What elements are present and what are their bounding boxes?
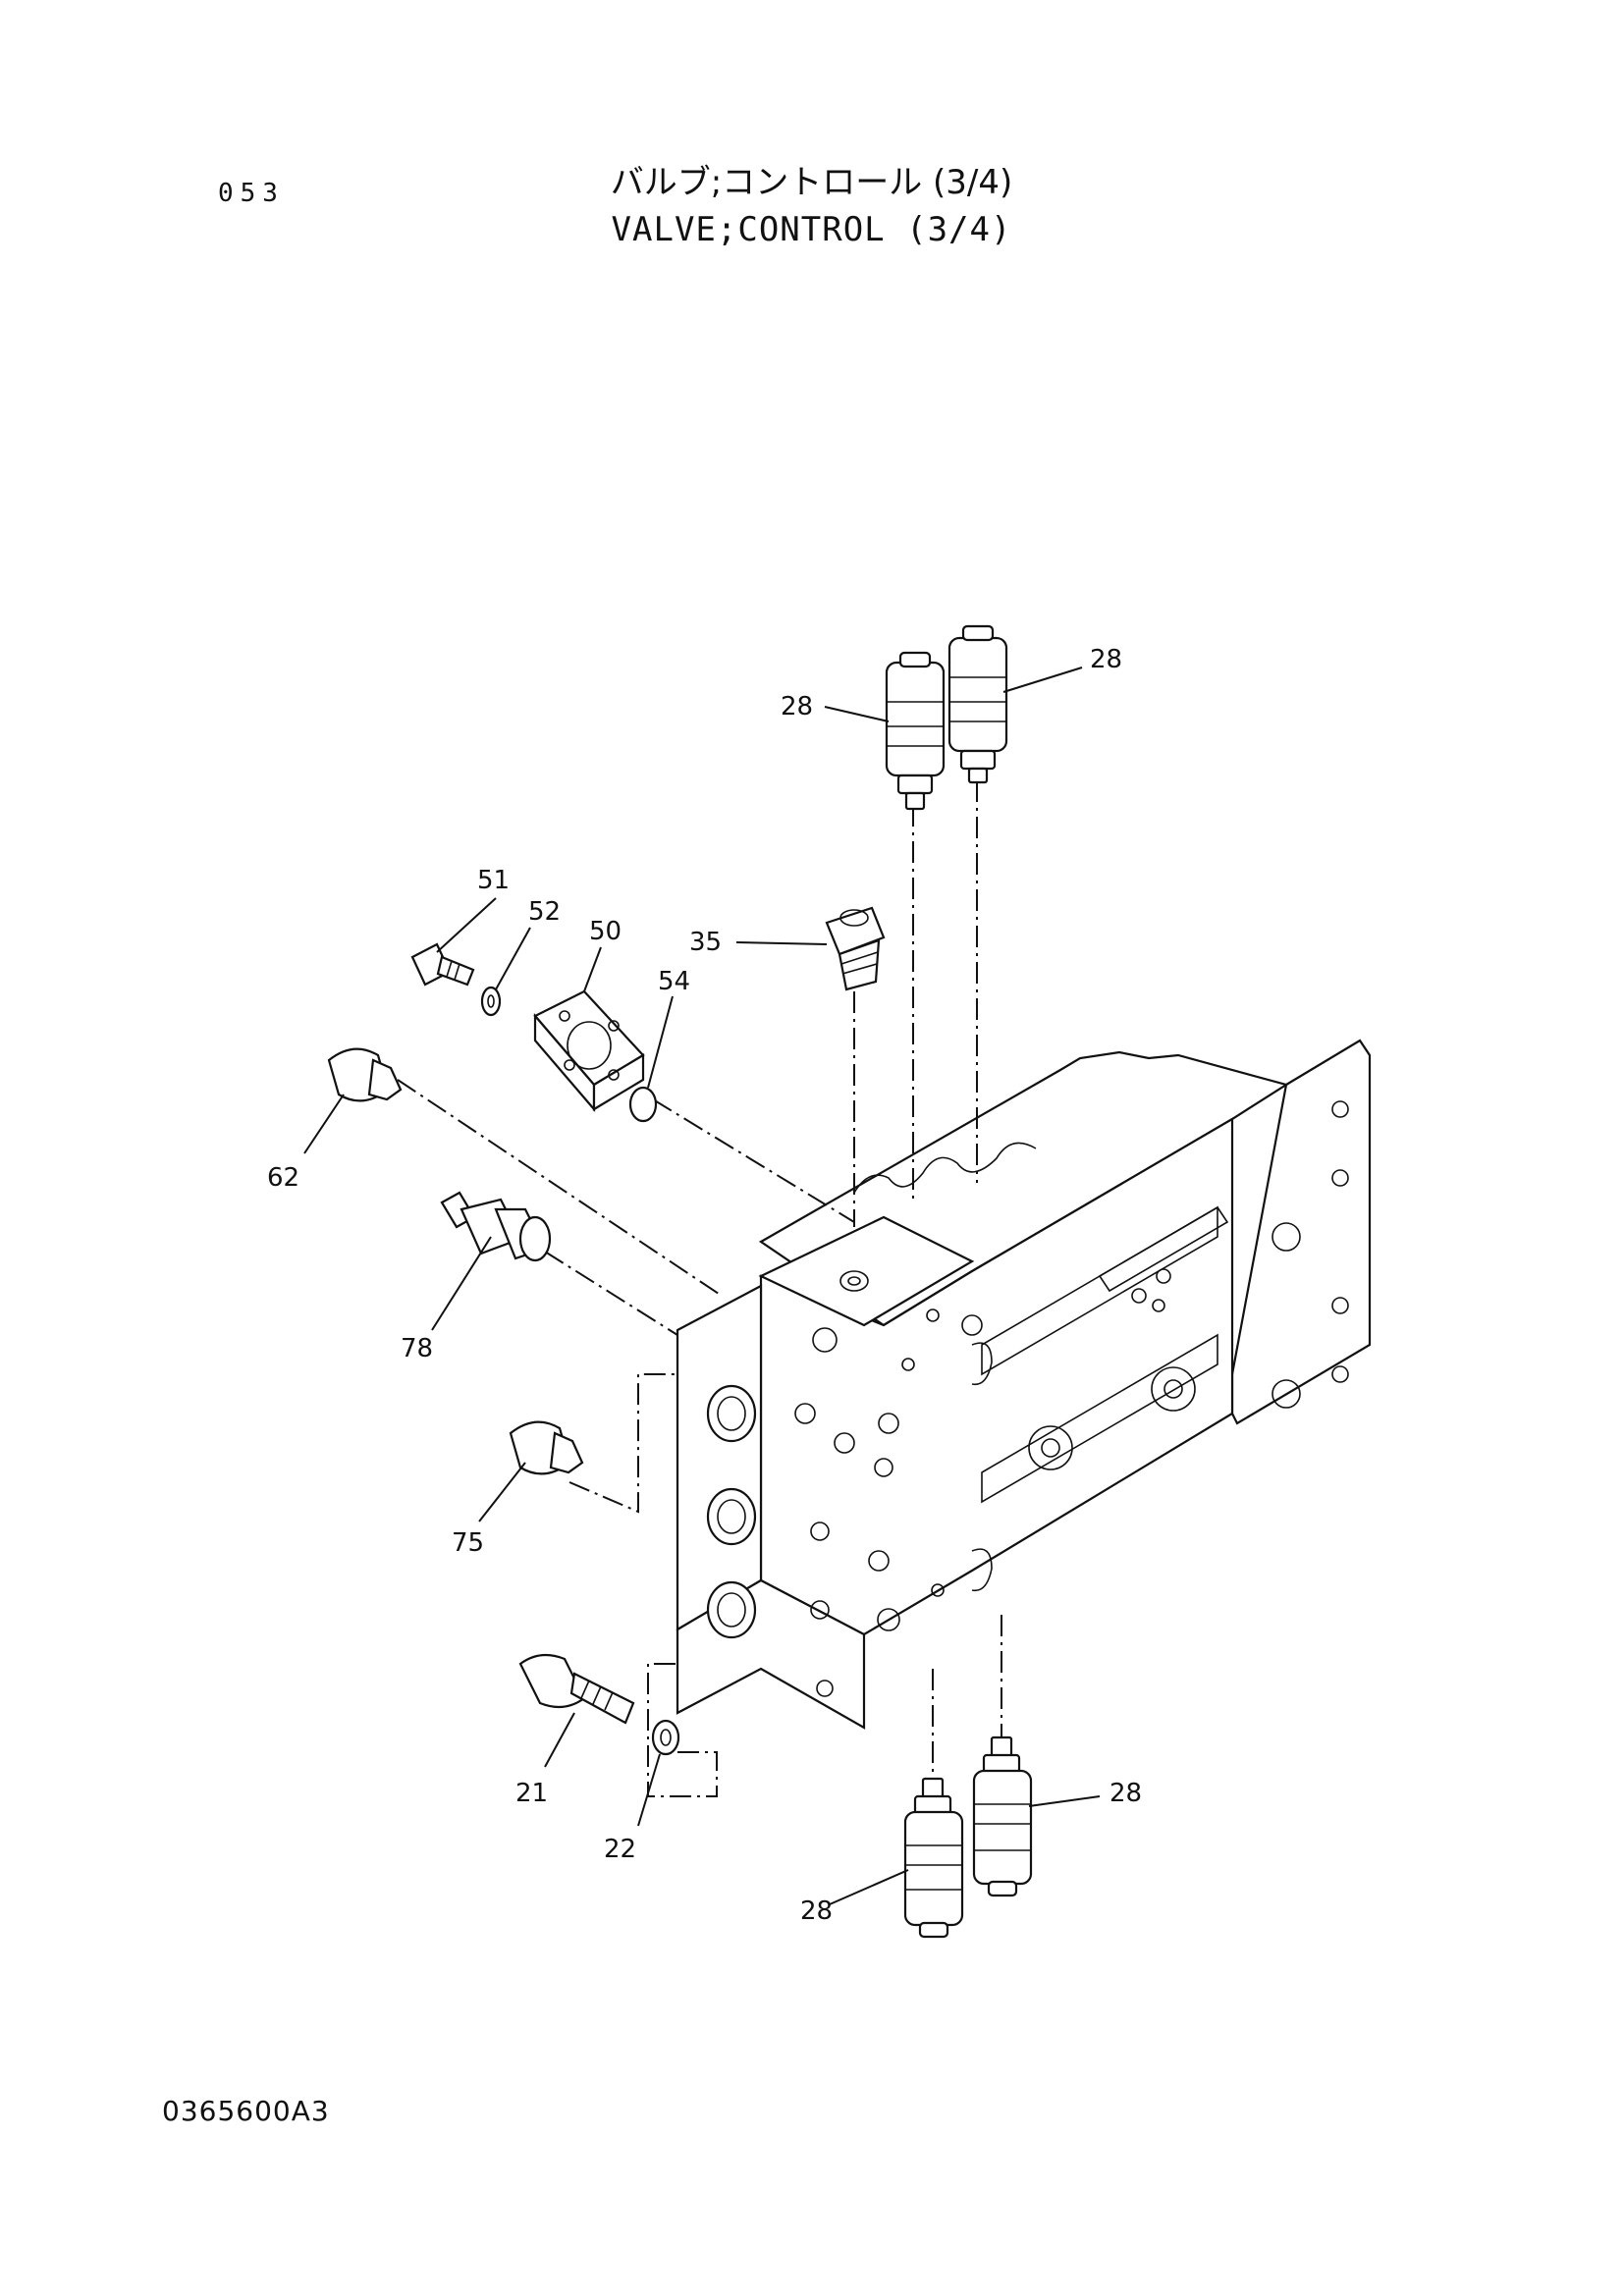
callout-22: 22 — [604, 1835, 636, 1864]
drawing-number: 0365600A3 — [162, 2095, 330, 2127]
part-35-plug — [825, 906, 886, 991]
title-english: VALVE;CONTROL (3/4) — [611, 210, 1012, 249]
callout-62: 62 — [267, 1163, 299, 1193]
callout-28-lower-right: 28 — [1109, 1779, 1142, 1808]
part-28-upper-left — [885, 651, 946, 811]
callout-28-upper-right: 28 — [1090, 645, 1122, 674]
leader-lines — [303, 667, 1101, 1905]
part-28-upper-right — [947, 624, 1008, 784]
part-75-plug — [509, 1420, 584, 1475]
callout-21: 21 — [515, 1779, 548, 1808]
callout-78: 78 — [401, 1334, 433, 1363]
page-code: 053 — [218, 179, 285, 208]
part-21-bolt — [518, 1653, 635, 1725]
title-japanese: バルブ;コントロール (3/4) — [610, 163, 1013, 202]
valve-body — [676, 1039, 1372, 1730]
callout-54: 54 — [658, 967, 690, 996]
callout-51: 51 — [477, 866, 510, 895]
callout-75: 75 — [452, 1528, 484, 1558]
part-62-plug — [327, 1047, 403, 1102]
part-50-flange — [533, 989, 645, 1112]
callout-28-upper-left: 28 — [781, 692, 813, 721]
part-52-washer — [480, 986, 502, 1017]
callout-35: 35 — [689, 928, 722, 957]
part-22-washer — [651, 1719, 680, 1756]
part-28-lower-right — [972, 1735, 1033, 1897]
callout-28-lower-left: 28 — [800, 1896, 833, 1926]
callout-labels: 28 28 35 51 52 50 54 62 78 75 21 22 28 2… — [267, 645, 1142, 1926]
callout-52: 52 — [528, 897, 561, 927]
callout-50: 50 — [589, 917, 622, 946]
part-78-sensor — [440, 1191, 552, 1262]
part-54-oring — [628, 1086, 658, 1123]
part-51-bolt — [410, 942, 475, 987]
assembly-lines — [397, 780, 1002, 1797]
part-28-lower-left — [903, 1777, 964, 1939]
